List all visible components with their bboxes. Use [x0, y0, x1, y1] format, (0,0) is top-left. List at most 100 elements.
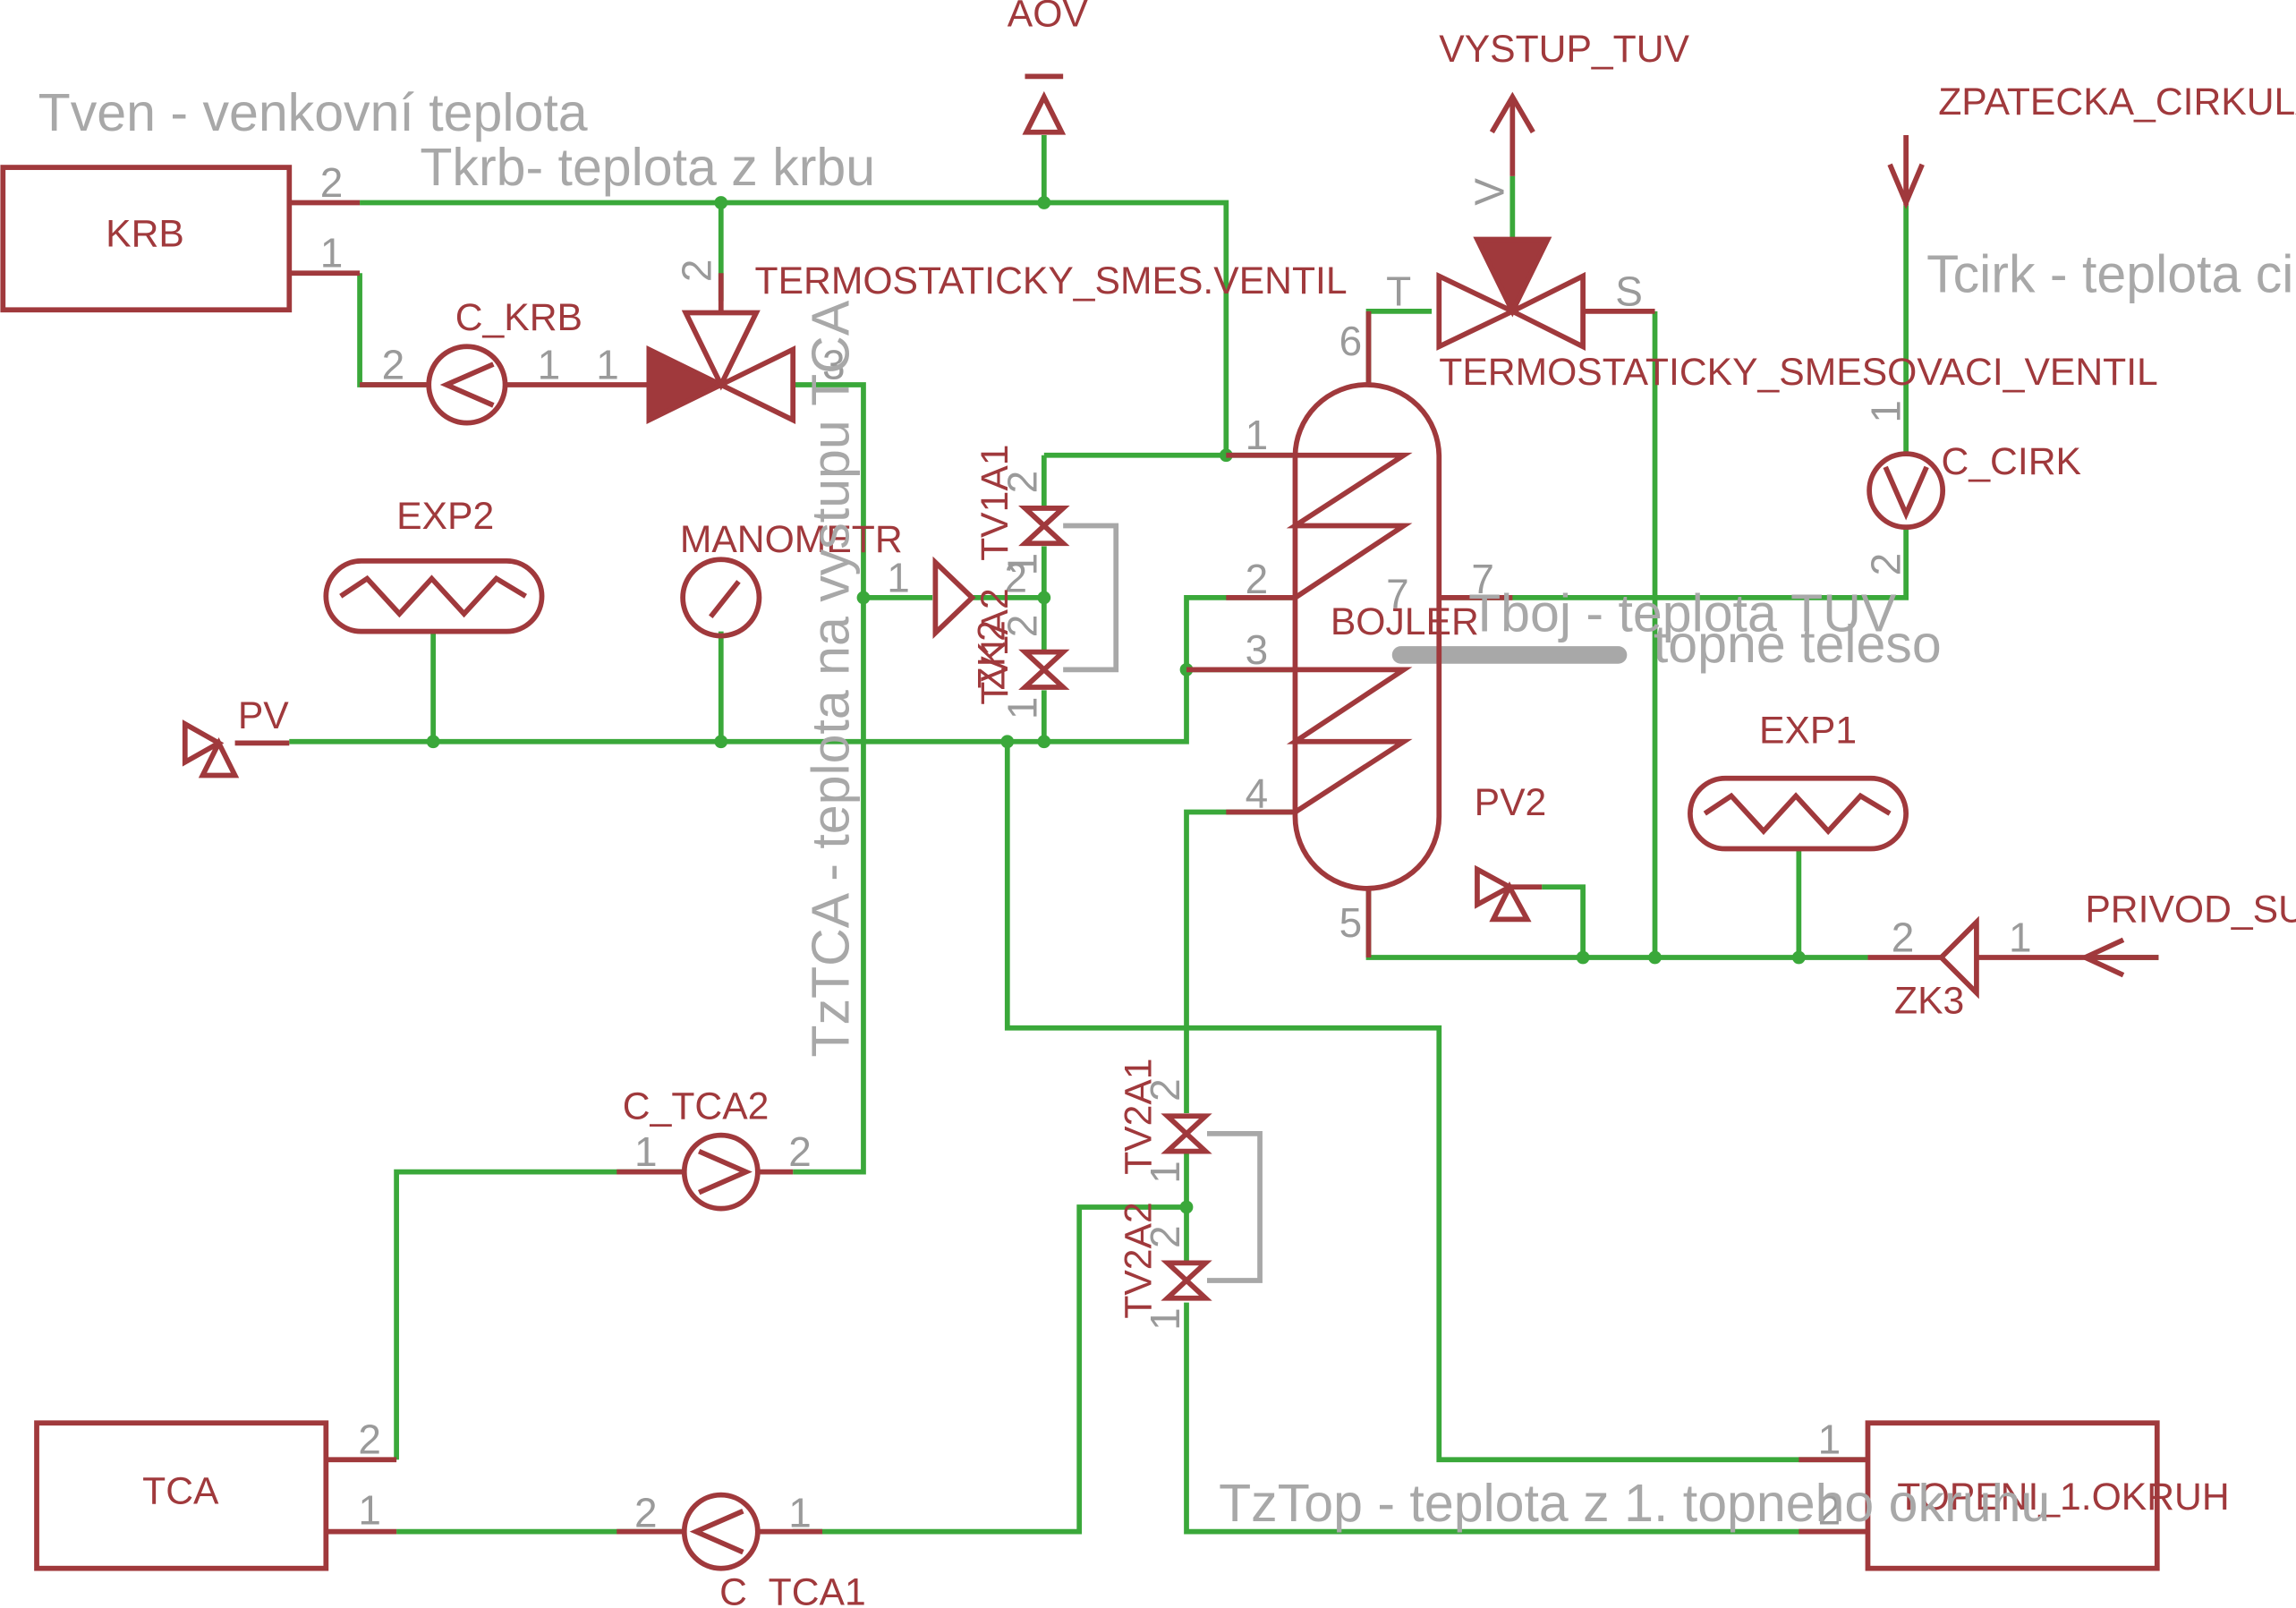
topeni-label: TOPENI_1.OKRUH — [1897, 1476, 2229, 1519]
svg-text:2: 2 — [1142, 1078, 1188, 1102]
heater-element-bar — [1391, 646, 1628, 664]
svg-text:2: 2 — [382, 341, 405, 387]
wire-bojler-pin5 — [1365, 888, 1868, 960]
tv1a1-valve[interactable]: TV1A1 2 1 — [974, 444, 1070, 575]
termo2-label: TERMOSTATICKY_SMESOVACI_VENTIL — [1439, 351, 2158, 394]
c-krb-label: C_KRB — [455, 296, 583, 339]
note-tztop: TzTop - teplota z 1. topneho okruhu — [1219, 1474, 2050, 1533]
termo-valve-1[interactable]: TERMOSTATICKY_SMES.VENTIL 2 3 — [646, 259, 1348, 424]
svg-text:3: 3 — [1246, 626, 1269, 673]
wire-pv2 — [1542, 884, 1586, 957]
note-tcirk: Tcirk - teplota cirkulace — [1926, 245, 2296, 304]
svg-text:1: 1 — [1863, 400, 1909, 423]
zpatecka-arrow[interactable]: ZPATECKA_CIRKULACE — [1887, 81, 2296, 209]
zk2-check-valve[interactable]: 1 2 ZK2 — [887, 554, 1027, 690]
wires — [289, 134, 2159, 1535]
junctions — [426, 196, 1806, 1214]
privod-suv-label: PRIVOD_SUV — [2085, 889, 2296, 932]
termo1-label: TERMOSTATICKY_SMES.VENTIL — [755, 259, 1348, 302]
svg-text:1: 1 — [634, 1128, 658, 1175]
privod-suv-arrow[interactable]: PRIVOD_SUV — [2079, 889, 2296, 978]
wire-tv2a-bypass — [1206, 1131, 1263, 1283]
exp1-label: EXP1 — [1759, 709, 1857, 752]
exp2-tank[interactable]: EXP2 — [323, 495, 545, 634]
svg-text:1: 1 — [788, 1490, 812, 1536]
zk3-label: ZK3 — [1894, 979, 1964, 1022]
vystup-tuv-label: VYSTUP_TUV — [1439, 28, 1689, 71]
bojler-tank[interactable]: BOJLER 1 2 3 4 5 6 7 7 — [1186, 311, 1513, 957]
note-topne-teleso: topne teleso — [1654, 615, 1942, 674]
svg-text:2: 2 — [1818, 1486, 1841, 1533]
svg-text:2: 2 — [1246, 556, 1269, 602]
bojler-label: BOJLER — [1331, 600, 1479, 643]
tv2a2-valve[interactable]: TV2A2 2 1 — [1118, 1202, 1212, 1331]
svg-text:2: 2 — [320, 159, 344, 206]
svg-text:7: 7 — [1471, 556, 1494, 602]
svg-text:1: 1 — [2009, 914, 2032, 960]
wire-ctca1-out — [793, 1204, 1187, 1535]
zpatecka-label: ZPATECKA_CIRKULACE — [1938, 81, 2296, 123]
manometr-label: MANOMETR — [680, 518, 903, 561]
svg-text:5: 5 — [1339, 899, 1363, 946]
svg-text:2: 2 — [999, 615, 1046, 638]
wire-tv1a-bypass — [1063, 523, 1119, 673]
topeni-block[interactable]: TOPENI_1.OKRUH 1 2 — [1799, 1417, 2230, 1571]
exp1-tank[interactable]: EXP1 — [1688, 709, 1909, 852]
tv1a1-label: TV1A1 — [974, 444, 1016, 560]
tca-label: TCA — [142, 1469, 219, 1512]
pv2-valve[interactable]: PV2 — [1475, 781, 1547, 923]
tca-block[interactable]: TCA 2 1 — [34, 1417, 397, 1571]
krb-label: KRB — [106, 213, 184, 256]
pv2-label: PV2 — [1475, 781, 1547, 824]
svg-text:2: 2 — [999, 471, 1046, 494]
c-tca1-pump[interactable]: C_TCA1 2 1 — [617, 1490, 866, 1608]
tv2a1-valve[interactable]: TV2A1 2 1 — [1118, 1058, 1212, 1184]
termo-valve-2[interactable]: TERMOSTATICKY_SMESOVACI_VENTIL T S V — [1386, 178, 2158, 394]
pv-valve[interactable]: PV — [182, 694, 290, 778]
svg-text:S: S — [1615, 268, 1643, 314]
wire-bojler-pin7 — [1439, 525, 1909, 600]
svg-text:1: 1 — [1246, 412, 1269, 458]
svg-text:1: 1 — [358, 1486, 381, 1533]
svg-text:6: 6 — [1339, 318, 1363, 364]
tv1a2-label: TV1A2 — [974, 588, 1016, 704]
aov-label: AOV — [1008, 0, 1089, 36]
note-tkrb: Tkrb- teplota z krbu — [420, 138, 875, 197]
c-krb-pump[interactable]: C_KRB 2 1 1 — [360, 296, 650, 426]
c-cirk-label: C_CIRK — [1942, 440, 2081, 483]
vystup-tuv-arrow[interactable]: VYSTUP_TUV — [1439, 28, 1690, 176]
svg-text:3: 3 — [822, 341, 846, 387]
zk2-label: ZK2 — [971, 620, 1014, 690]
svg-text:1: 1 — [320, 230, 344, 277]
aov-vent[interactable]: AOV — [1008, 0, 1089, 135]
note-tboj: Tboj - teplota TUV — [1468, 584, 1897, 643]
note-tven: Tven - venkovní teplota — [38, 83, 588, 142]
svg-text:2: 2 — [1142, 1225, 1188, 1248]
wire-termo1-pin3 — [793, 382, 866, 1175]
svg-text:1: 1 — [1142, 1161, 1188, 1184]
krb-block[interactable]: KRB 2 1 — [0, 159, 361, 313]
wire-termo2-t — [1365, 309, 1433, 385]
c-cirk-pump[interactable]: C_CIRK 1 2 — [1863, 400, 2081, 575]
svg-text:2: 2 — [788, 1128, 812, 1175]
wire-pv-line — [289, 595, 1293, 744]
svg-text:7: 7 — [1386, 570, 1409, 617]
svg-text:2: 2 — [1892, 914, 1915, 960]
svg-text:2: 2 — [634, 1490, 658, 1536]
pv-label: PV — [238, 694, 289, 737]
c-tca1-label: C_TCA1 — [719, 1571, 866, 1608]
c-tca2-label: C_TCA2 — [623, 1085, 770, 1128]
c-tca2-pump[interactable]: C_TCA2 1 2 — [617, 1085, 812, 1212]
exp2-label: EXP2 — [396, 495, 494, 538]
tv2a1-label: TV2A1 — [1118, 1058, 1161, 1174]
svg-text:2: 2 — [1863, 553, 1909, 576]
svg-text:2: 2 — [1005, 554, 1028, 600]
tv1a2-valve[interactable]: TV1A2 2 1 — [974, 588, 1070, 719]
svg-text:T: T — [1386, 268, 1411, 314]
tv2a2-label: TV2A2 — [1118, 1202, 1161, 1318]
svg-text:1: 1 — [538, 341, 561, 387]
wire-tca-pin2 — [394, 1169, 684, 1460]
manometr-gauge[interactable]: MANOMETR — [680, 518, 903, 639]
zk3-check-valve[interactable]: ZK3 2 1 — [1867, 914, 2086, 1022]
